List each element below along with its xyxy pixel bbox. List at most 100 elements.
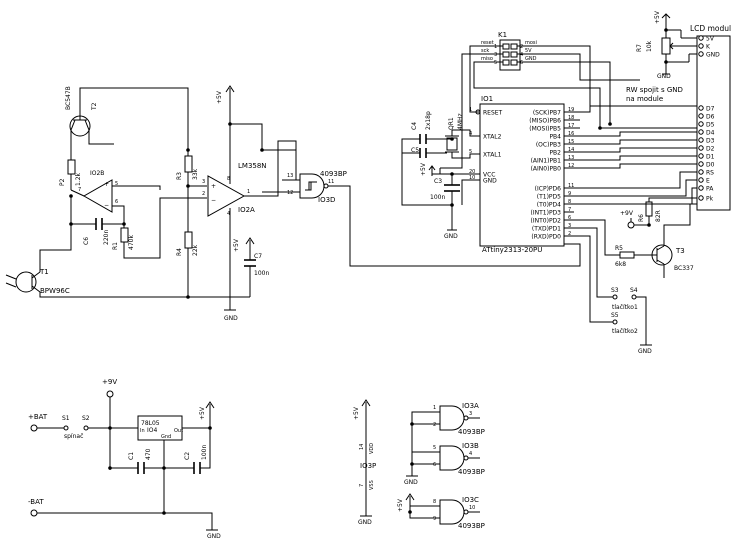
mcu-left-pin-label: XTAL2 <box>483 134 502 141</box>
svg-text:1: 1 <box>494 44 497 50</box>
mcu-left-pin-number: 1 <box>469 107 472 113</box>
resistor-r6: R6 82R <box>638 201 662 222</box>
supply-5v-mcu: +5V <box>420 162 440 176</box>
svg-text:9: 9 <box>433 516 436 522</box>
svg-text:78L05: 78L05 <box>141 420 160 427</box>
lcd-pin-8 <box>698 145 704 151</box>
mcu-portb-label: PB4 <box>549 134 561 141</box>
transistor-t3: T3 BC337 <box>651 244 694 272</box>
mcu-portb-pin-number: 16 <box>568 131 574 137</box>
svg-text:+5V: +5V <box>654 10 661 24</box>
svg-text:4: 4 <box>227 211 230 217</box>
mcu-portb-pin-number: 17 <box>568 123 574 129</box>
svg-text:P2: P2 <box>59 178 66 186</box>
lcd-pin-label: D1 <box>706 154 715 161</box>
lcd-pin-5 <box>698 121 704 127</box>
svg-text:spínač: spínač <box>64 433 83 440</box>
mcu-portb-pin-number: 13 <box>568 155 574 161</box>
svg-text:−: − <box>104 202 109 209</box>
mcu-portd-pin-number: 7 <box>568 207 571 213</box>
mcu-portb-label: (MOSI)PB5 <box>529 126 561 133</box>
svg-text:1: 1 <box>247 189 250 195</box>
svg-text:5V: 5V <box>525 48 532 54</box>
svg-text:C5: C5 <box>411 147 419 154</box>
svg-text:6k8: 6k8 <box>615 261 626 268</box>
svg-text:IO3P: IO3P <box>360 462 376 470</box>
svg-text:R4: R4 <box>176 248 183 256</box>
svg-text:GND: GND <box>224 315 238 322</box>
svg-text:+5V: +5V <box>397 498 404 512</box>
svg-text:4: 4 <box>520 52 523 58</box>
mcu-left-pin-label: XTAL1 <box>483 152 502 159</box>
io3-power-pins: +5V 14 VDD IO3P 7 VSS GND <box>353 399 376 526</box>
crystal-qr1: QR1 4MHz <box>445 113 464 153</box>
svg-text:10k: 10k <box>646 40 653 52</box>
svg-text:IO2A: IO2A <box>238 206 255 214</box>
mcu-left-pin-number: 4 <box>469 131 472 137</box>
svg-text:S2: S2 <box>82 415 90 422</box>
mcu-portb-pin-number: 12 <box>568 163 574 169</box>
svg-text:IO3C: IO3C <box>462 496 479 504</box>
svg-text:IO4: IO4 <box>147 427 157 434</box>
junction-dots <box>69 28 668 515</box>
svg-text:R6: R6 <box>638 214 645 222</box>
svg-text:+: + <box>211 183 216 190</box>
svg-text:GND: GND <box>525 56 537 62</box>
svg-text:6: 6 <box>433 462 436 468</box>
lcd-pin-label: E <box>706 178 710 185</box>
svg-text:33k: 33k <box>192 168 199 180</box>
svg-text:T3: T3 <box>675 247 685 255</box>
svg-text:4MHz: 4MHz <box>457 113 464 130</box>
lcd-pin-label: PA <box>706 186 714 193</box>
button-s3-s4: S3 S4 tlačítko1 <box>611 287 638 311</box>
svg-text:+5V: +5V <box>233 238 240 252</box>
mcu-portd-label: (TXD)PD1 <box>532 226 561 233</box>
svg-text:2x18p: 2x18p <box>425 111 432 130</box>
svg-text:S4: S4 <box>630 287 638 294</box>
lcd-pin-label: Pk <box>706 196 714 203</box>
opamp-io2b: IO2B 7 5 6 + − <box>78 170 118 213</box>
svg-text:1.2k: 1.2k <box>75 172 82 186</box>
svg-text:+BAT: +BAT <box>28 413 48 421</box>
mcu-portd-label: (T0)PD4 <box>537 202 561 209</box>
mcu-portb-label: PB2 <box>549 150 561 157</box>
mcu-left-pin-number: 5 <box>469 149 472 155</box>
svg-text:C7: C7 <box>254 253 262 260</box>
svg-text:3: 3 <box>202 179 205 185</box>
mcu-left-pin-label: RESET <box>483 110 503 117</box>
svg-text:R5: R5 <box>615 245 623 252</box>
svg-text:C1: C1 <box>128 452 135 460</box>
lcd-pin-label: D5 <box>706 122 715 129</box>
mcu-portd-pin-number: 6 <box>568 215 571 221</box>
lcd-pin-10 <box>698 161 704 167</box>
mcu-portd-label: (T1)PD5 <box>537 194 561 201</box>
mcu-portb-label: (AIN0)PB0 <box>531 166 562 173</box>
svg-text:C2: C2 <box>184 452 191 460</box>
svg-text:4093BP: 4093BP <box>320 170 347 178</box>
svg-text:In: In <box>140 428 145 434</box>
mcu-portb-pin-number: 18 <box>568 115 574 121</box>
switch-s1-s2: S1 S2 spínač <box>62 415 90 440</box>
svg-text:1: 1 <box>433 405 436 411</box>
svg-text:3: 3 <box>469 411 472 417</box>
svg-text:S5: S5 <box>611 312 619 319</box>
svg-text:GND: GND <box>638 348 652 355</box>
svg-text:+5V: +5V <box>420 162 427 176</box>
lcd-pin-2 <box>698 51 704 57</box>
svg-text:10: 10 <box>469 505 475 511</box>
resistor-r5: R5 6k8 <box>615 245 635 268</box>
mcu-portd-label: (INT0)PD2 <box>531 218 562 225</box>
svg-text:8: 8 <box>433 499 436 505</box>
svg-text:BC337: BC337 <box>674 265 694 272</box>
mcu-portd-label: (INT1)PD3 <box>531 210 562 217</box>
svg-text:22k: 22k <box>192 244 199 256</box>
svg-text:+5V: +5V <box>216 90 223 104</box>
mcu-attiny2313: IO1 ATtiny2313-20PU RESET1XTAL24XTAL15VC… <box>469 95 697 254</box>
svg-text:7: 7 <box>78 187 81 193</box>
svg-text:3: 3 <box>494 52 497 58</box>
svg-text:tlačítko2: tlačítko2 <box>612 328 638 335</box>
svg-text:2: 2 <box>433 422 436 428</box>
svg-text:C4: C4 <box>411 122 418 130</box>
svg-text:GND: GND <box>444 233 458 240</box>
